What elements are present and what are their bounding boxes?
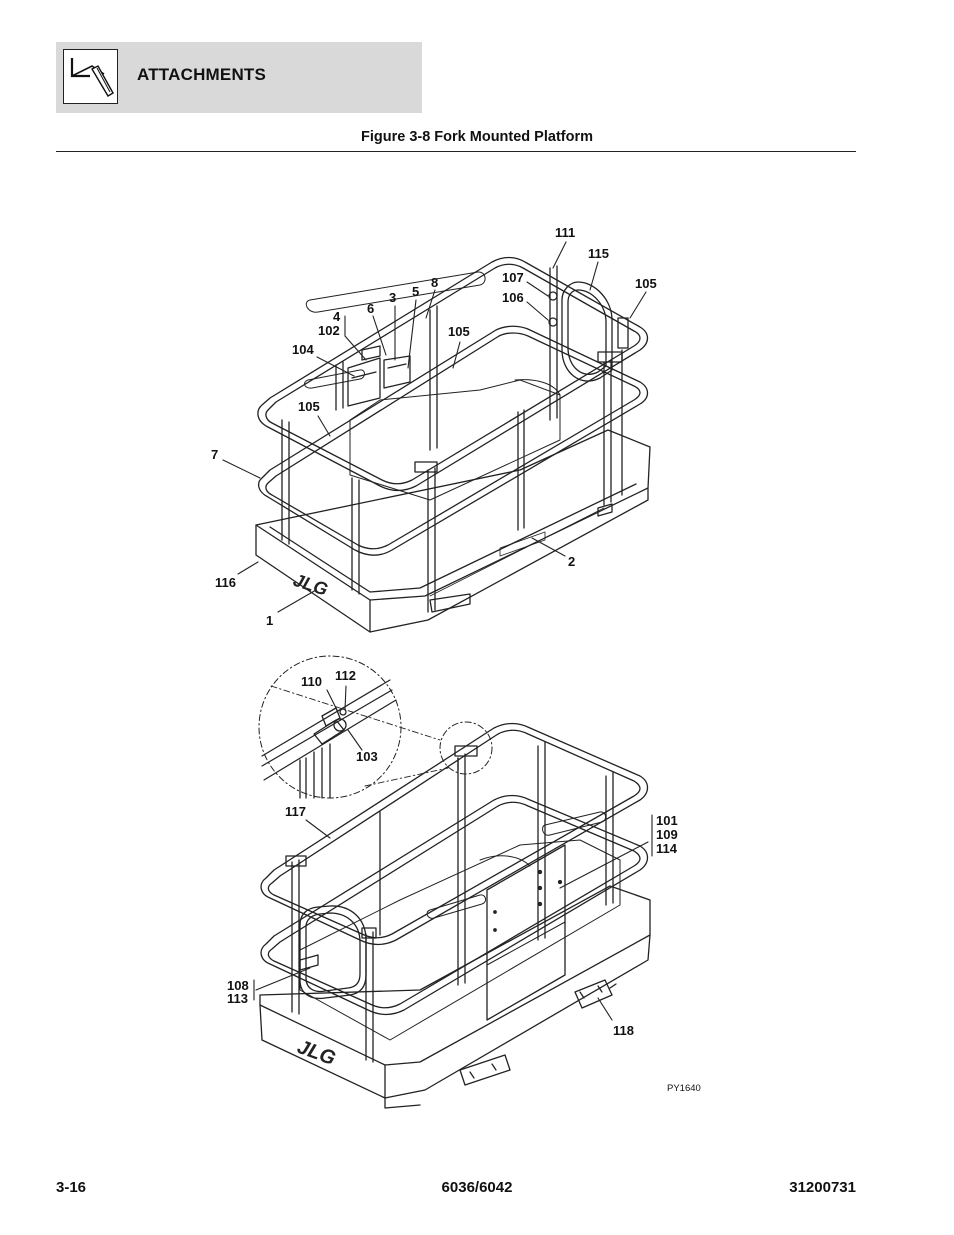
callout-3: 3 <box>389 290 396 305</box>
callout-114: 114 <box>656 841 678 856</box>
drawing-code: PY1640 <box>667 1083 701 1094</box>
callout-116: 116 <box>215 575 236 590</box>
callout-106: 106 <box>502 290 524 305</box>
top-rail <box>257 256 649 492</box>
callout-1: 1 <box>266 613 273 628</box>
top-fork-skid <box>429 593 471 613</box>
callout-105: 105 <box>298 399 320 414</box>
callout-113: 113 <box>227 991 248 1006</box>
section-header: ATTACHMENTS <box>56 42 422 113</box>
callout-2: 2 <box>568 554 575 569</box>
detail-rail-clamp <box>261 679 397 799</box>
callout-107: 107 <box>502 270 524 285</box>
figure-title: Figure 3-8 Fork Mounted Platform <box>360 129 593 145</box>
callout-105: 105 <box>448 324 470 339</box>
manual-holder <box>347 357 381 407</box>
section-title: ATTACHMENTS <box>137 65 267 84</box>
callout-4: 4 <box>333 309 341 324</box>
detail-reference-circle <box>439 721 493 775</box>
fork-mount-bracket <box>574 979 613 1009</box>
callout-101: 101 <box>656 813 678 828</box>
callout-104: 104 <box>292 342 314 357</box>
callout-109: 109 <box>656 827 678 842</box>
callout-102: 102 <box>318 323 340 338</box>
callout-7: 7 <box>211 447 218 462</box>
top-access-gate <box>561 281 613 382</box>
bottom-mid-rail <box>260 794 649 1016</box>
callout-8: 8 <box>431 275 438 290</box>
callout-105: 105 <box>635 276 657 291</box>
callout-110: 110 <box>301 674 322 689</box>
bottom-top-rail <box>260 722 649 946</box>
callout-103: 103 <box>356 749 378 764</box>
page-number: 3-16 <box>56 1179 87 1196</box>
callout-6: 6 <box>367 301 374 316</box>
top-platform-view <box>255 256 651 633</box>
leader-lines <box>222 241 653 1021</box>
attachment-icon <box>63 49 118 104</box>
callout-117: 117 <box>285 804 306 819</box>
bottom-platform-view <box>259 722 651 1109</box>
bottom-access-gate <box>299 905 367 1000</box>
bottom-floor-tub <box>259 885 651 1066</box>
top-floor-tub <box>255 429 651 601</box>
mid-rail <box>257 325 649 556</box>
callout-108: 108 <box>227 978 249 993</box>
fork-pocket-plate <box>486 844 566 1021</box>
callout-118: 118 <box>613 1023 634 1038</box>
callout-112: 112 <box>335 668 356 683</box>
manual-number: 31200731 <box>789 1179 856 1196</box>
header-divider <box>56 151 856 152</box>
callout-labels: 111 115 107 106 105 8 5 3 6 4 102 105 10… <box>211 225 701 1094</box>
decal-3 <box>383 355 411 389</box>
callout-115: 115 <box>588 246 609 261</box>
top-jlg-logo: JLG <box>291 570 330 600</box>
callout-111: 111 <box>555 225 575 240</box>
model-number: 6036/6042 <box>441 1179 513 1196</box>
callout-5: 5 <box>412 284 419 299</box>
